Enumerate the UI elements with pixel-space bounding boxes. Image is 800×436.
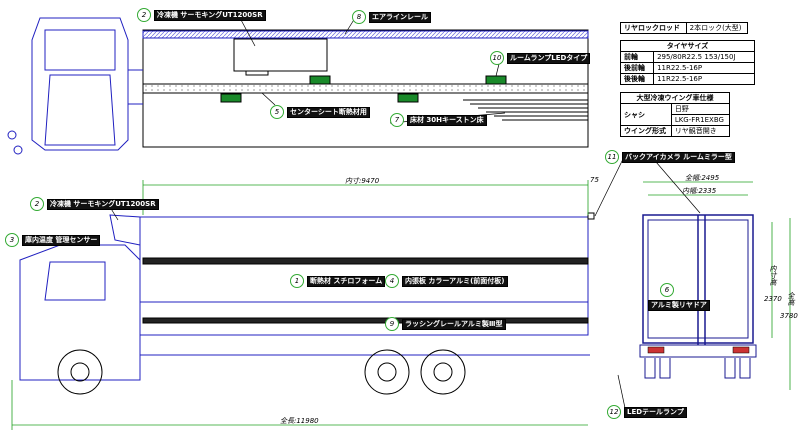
label-text: エアラインレール: [369, 11, 431, 23]
spec-title: 大型冷凍ウイング車仕様: [620, 92, 730, 104]
dim-inner-height-label: 内寸高: [769, 265, 777, 286]
label-number: 11: [605, 150, 619, 164]
label-text: アルミ製リヤドア: [648, 300, 710, 311]
dim-total-length: 全長:11980: [280, 417, 319, 425]
label-number: 4: [385, 274, 399, 288]
rear-view: [639, 214, 757, 379]
room-lamps: [220, 75, 507, 103]
label-number: 7: [390, 113, 404, 127]
axle: 前輪: [619, 51, 655, 63]
dim-inner-length: 内寸:9470: [345, 177, 380, 185]
chassis-label: シャシ: [620, 103, 672, 126]
label-number: 12: [607, 405, 621, 419]
label-number: 9: [385, 317, 399, 331]
dim-total-height: 3780: [780, 312, 798, 320]
tire-size: 11R22.5-16P: [653, 62, 755, 74]
dimension-lines: [11, 180, 791, 430]
label-text: LEDテールランプ: [624, 406, 687, 418]
label-text: ルームランプLEDタイプ: [507, 52, 591, 64]
label-rear-door: 6 アルミ製リヤドア: [648, 283, 710, 311]
tire-size: 295/80R22.5 153/150J: [653, 51, 755, 63]
axle: 後前輪: [619, 62, 655, 74]
label-number: 2: [137, 8, 151, 22]
side-view: [19, 212, 595, 395]
label-text: センターシート断熱材用: [287, 106, 370, 118]
spec-table: 大型冷凍ウイング車仕様 シャシ日野 LKG-FR1EXBG ウイング形式リヤ観音…: [620, 92, 731, 137]
label-text: バックアイカメラ ルームミラー型: [622, 151, 735, 163]
label-text: 冷凍機 サーモキングUT1200SR: [154, 9, 266, 21]
top-view: [7, 17, 589, 155]
tire-table-title: タイヤサイズ: [620, 40, 755, 52]
wing-value: リヤ観音開き: [670, 125, 731, 137]
lock-value: 2本ロック(大型): [685, 22, 749, 34]
label-text: 内張板 カラーアルミ(前面付板): [402, 275, 508, 287]
label-text: 断熱材 スチロフォーム: [307, 275, 386, 287]
axle: 後後輪: [619, 73, 655, 85]
dim-inner-width: 内幅:2335: [682, 187, 717, 195]
wing-label: ウイング形式: [620, 125, 672, 137]
dim-overhang: 75: [590, 176, 599, 184]
label-text: 冷凍機 サーモキングUT1200SR: [47, 198, 159, 210]
label-number: 6: [660, 283, 674, 297]
label-number: 10: [490, 51, 504, 65]
dim-inner-height: 2370: [764, 295, 782, 303]
label-number: 8: [352, 10, 366, 24]
dim-total-height-label: 全高: [787, 292, 795, 306]
dim-total-width: 全幅:2495: [685, 174, 720, 182]
label-number: 5: [270, 105, 284, 119]
label-text: ラッシングレールアルミ製Ⅲ型: [402, 318, 506, 330]
label-text: 床材 30Hキーストン床: [407, 114, 487, 126]
tire-size: 11R22.5-16P: [653, 73, 755, 85]
label-number: 1: [290, 274, 304, 288]
label-text: 庫内温度 管理センサー: [22, 234, 101, 246]
chassis-model: LKG-FR1EXBG: [670, 114, 731, 126]
label-number: 3: [5, 233, 19, 247]
lock-label: リヤロックロッド: [620, 22, 687, 34]
label-number: 2: [30, 197, 44, 211]
chassis-maker: 日野: [670, 103, 731, 115]
